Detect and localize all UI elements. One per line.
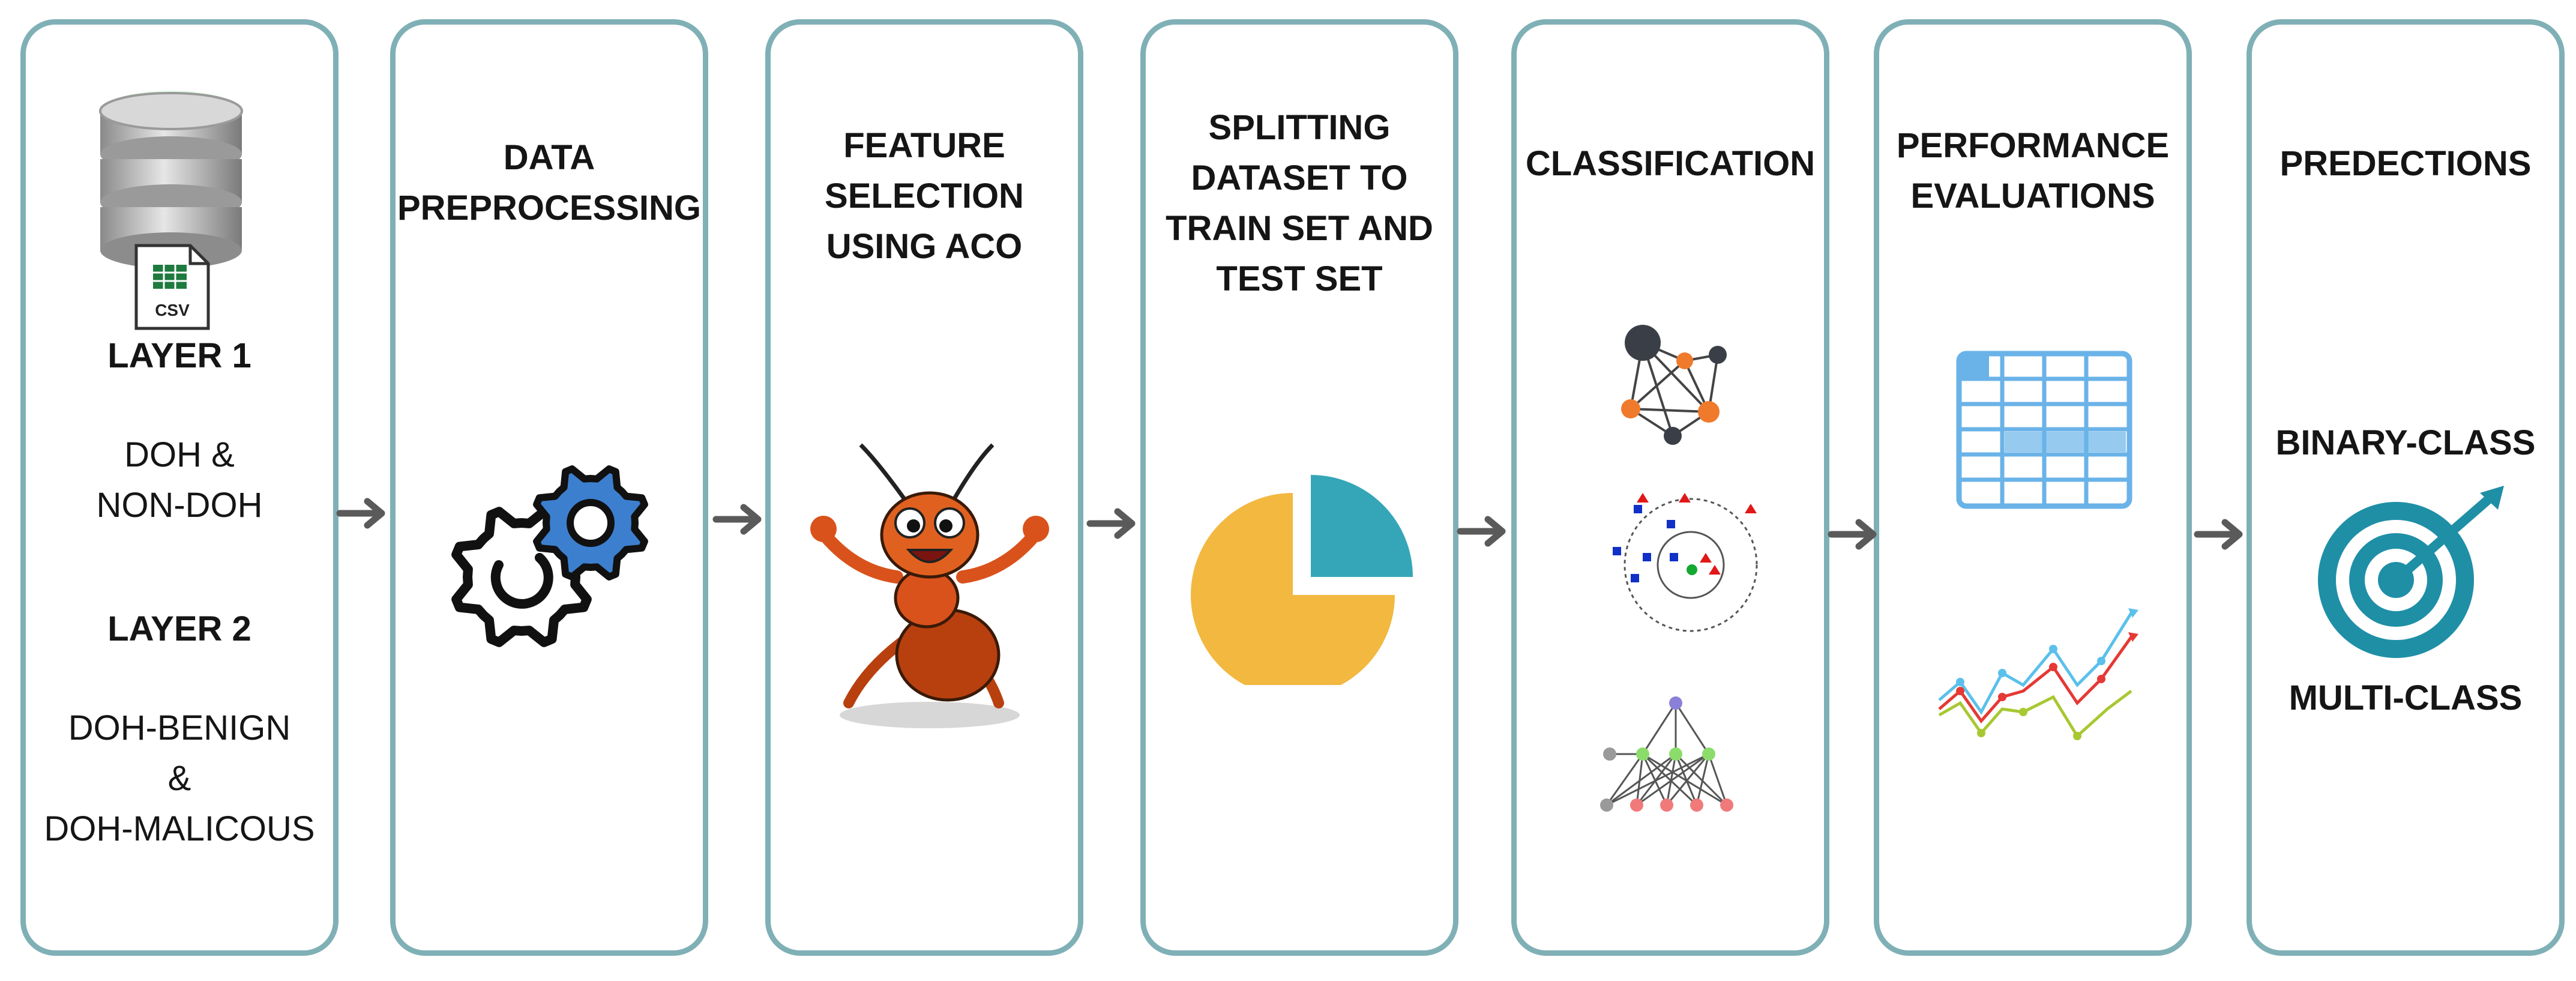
knn-scatter-icon <box>1613 493 1758 632</box>
stage-data-preprocessing: DATA PREPROCESSING <box>390 19 708 956</box>
network-graph-icon <box>1621 325 1727 445</box>
database-csv-icon: CSV <box>99 91 243 330</box>
layer-1-text: DOH & NON-DOH <box>96 435 263 525</box>
stage-predections: PREDECTIONS BINARY-CLASS MULTI-CLASS <box>2246 19 2565 956</box>
stage-title: SPLITTING DATASET TO TRAIN SET AND TEST … <box>1166 108 1433 298</box>
layer-2-heading: LAYER 2 <box>107 609 251 648</box>
layer-2-text: DOH-BENIGN & DOH-MALICOUS <box>44 708 315 848</box>
target-icon <box>2318 486 2504 658</box>
stage-title: FEATURE SELECTION USING ACO <box>825 126 1024 266</box>
layer-1-heading: LAYER 1 <box>107 336 251 375</box>
arrow-1-2 <box>336 498 385 529</box>
arrow-6-7 <box>2194 519 2243 550</box>
stage-performance-evaluations: PERFORMANCE EVALUATIONS <box>1874 19 2192 956</box>
stage-dataset: CSV LAYER 1 DOH & NON-DOH LAYER 2 DOH-BE… <box>20 19 339 956</box>
line-chart-icon <box>1938 608 2138 740</box>
gears-icon <box>451 465 648 647</box>
csv-label: CSV <box>155 301 190 319</box>
stage-feature-selection: FEATURE SELECTION USING ACO <box>765 19 1083 956</box>
stage-title: CLASSIFICATION <box>1525 144 1816 183</box>
neural-network-icon <box>1600 696 1733 812</box>
arrow-4-5 <box>1457 516 1506 547</box>
binary-class-label: BINARY-CLASS <box>2275 423 2536 462</box>
stage-splitting-dataset: SPLITTING DATASET TO TRAIN SET AND TEST … <box>1140 19 1458 956</box>
arrow-2-3 <box>712 504 762 535</box>
stage-title: PREDECTIONS <box>2280 144 2532 183</box>
stage-title: DATA PREPROCESSING <box>397 138 701 228</box>
pie-chart-icon <box>1191 475 1413 685</box>
stage-classification: CLASSIFICATION <box>1511 19 1829 956</box>
ant-icon <box>810 443 1049 728</box>
multi-class-label: MULTI-CLASS <box>2289 678 2523 717</box>
arrow-3-4 <box>1086 508 1136 539</box>
stage-title: PERFORMANCE EVALUATIONS <box>1896 126 2170 216</box>
table-icon <box>1956 351 2132 509</box>
arrow-5-6 <box>1828 519 1877 550</box>
